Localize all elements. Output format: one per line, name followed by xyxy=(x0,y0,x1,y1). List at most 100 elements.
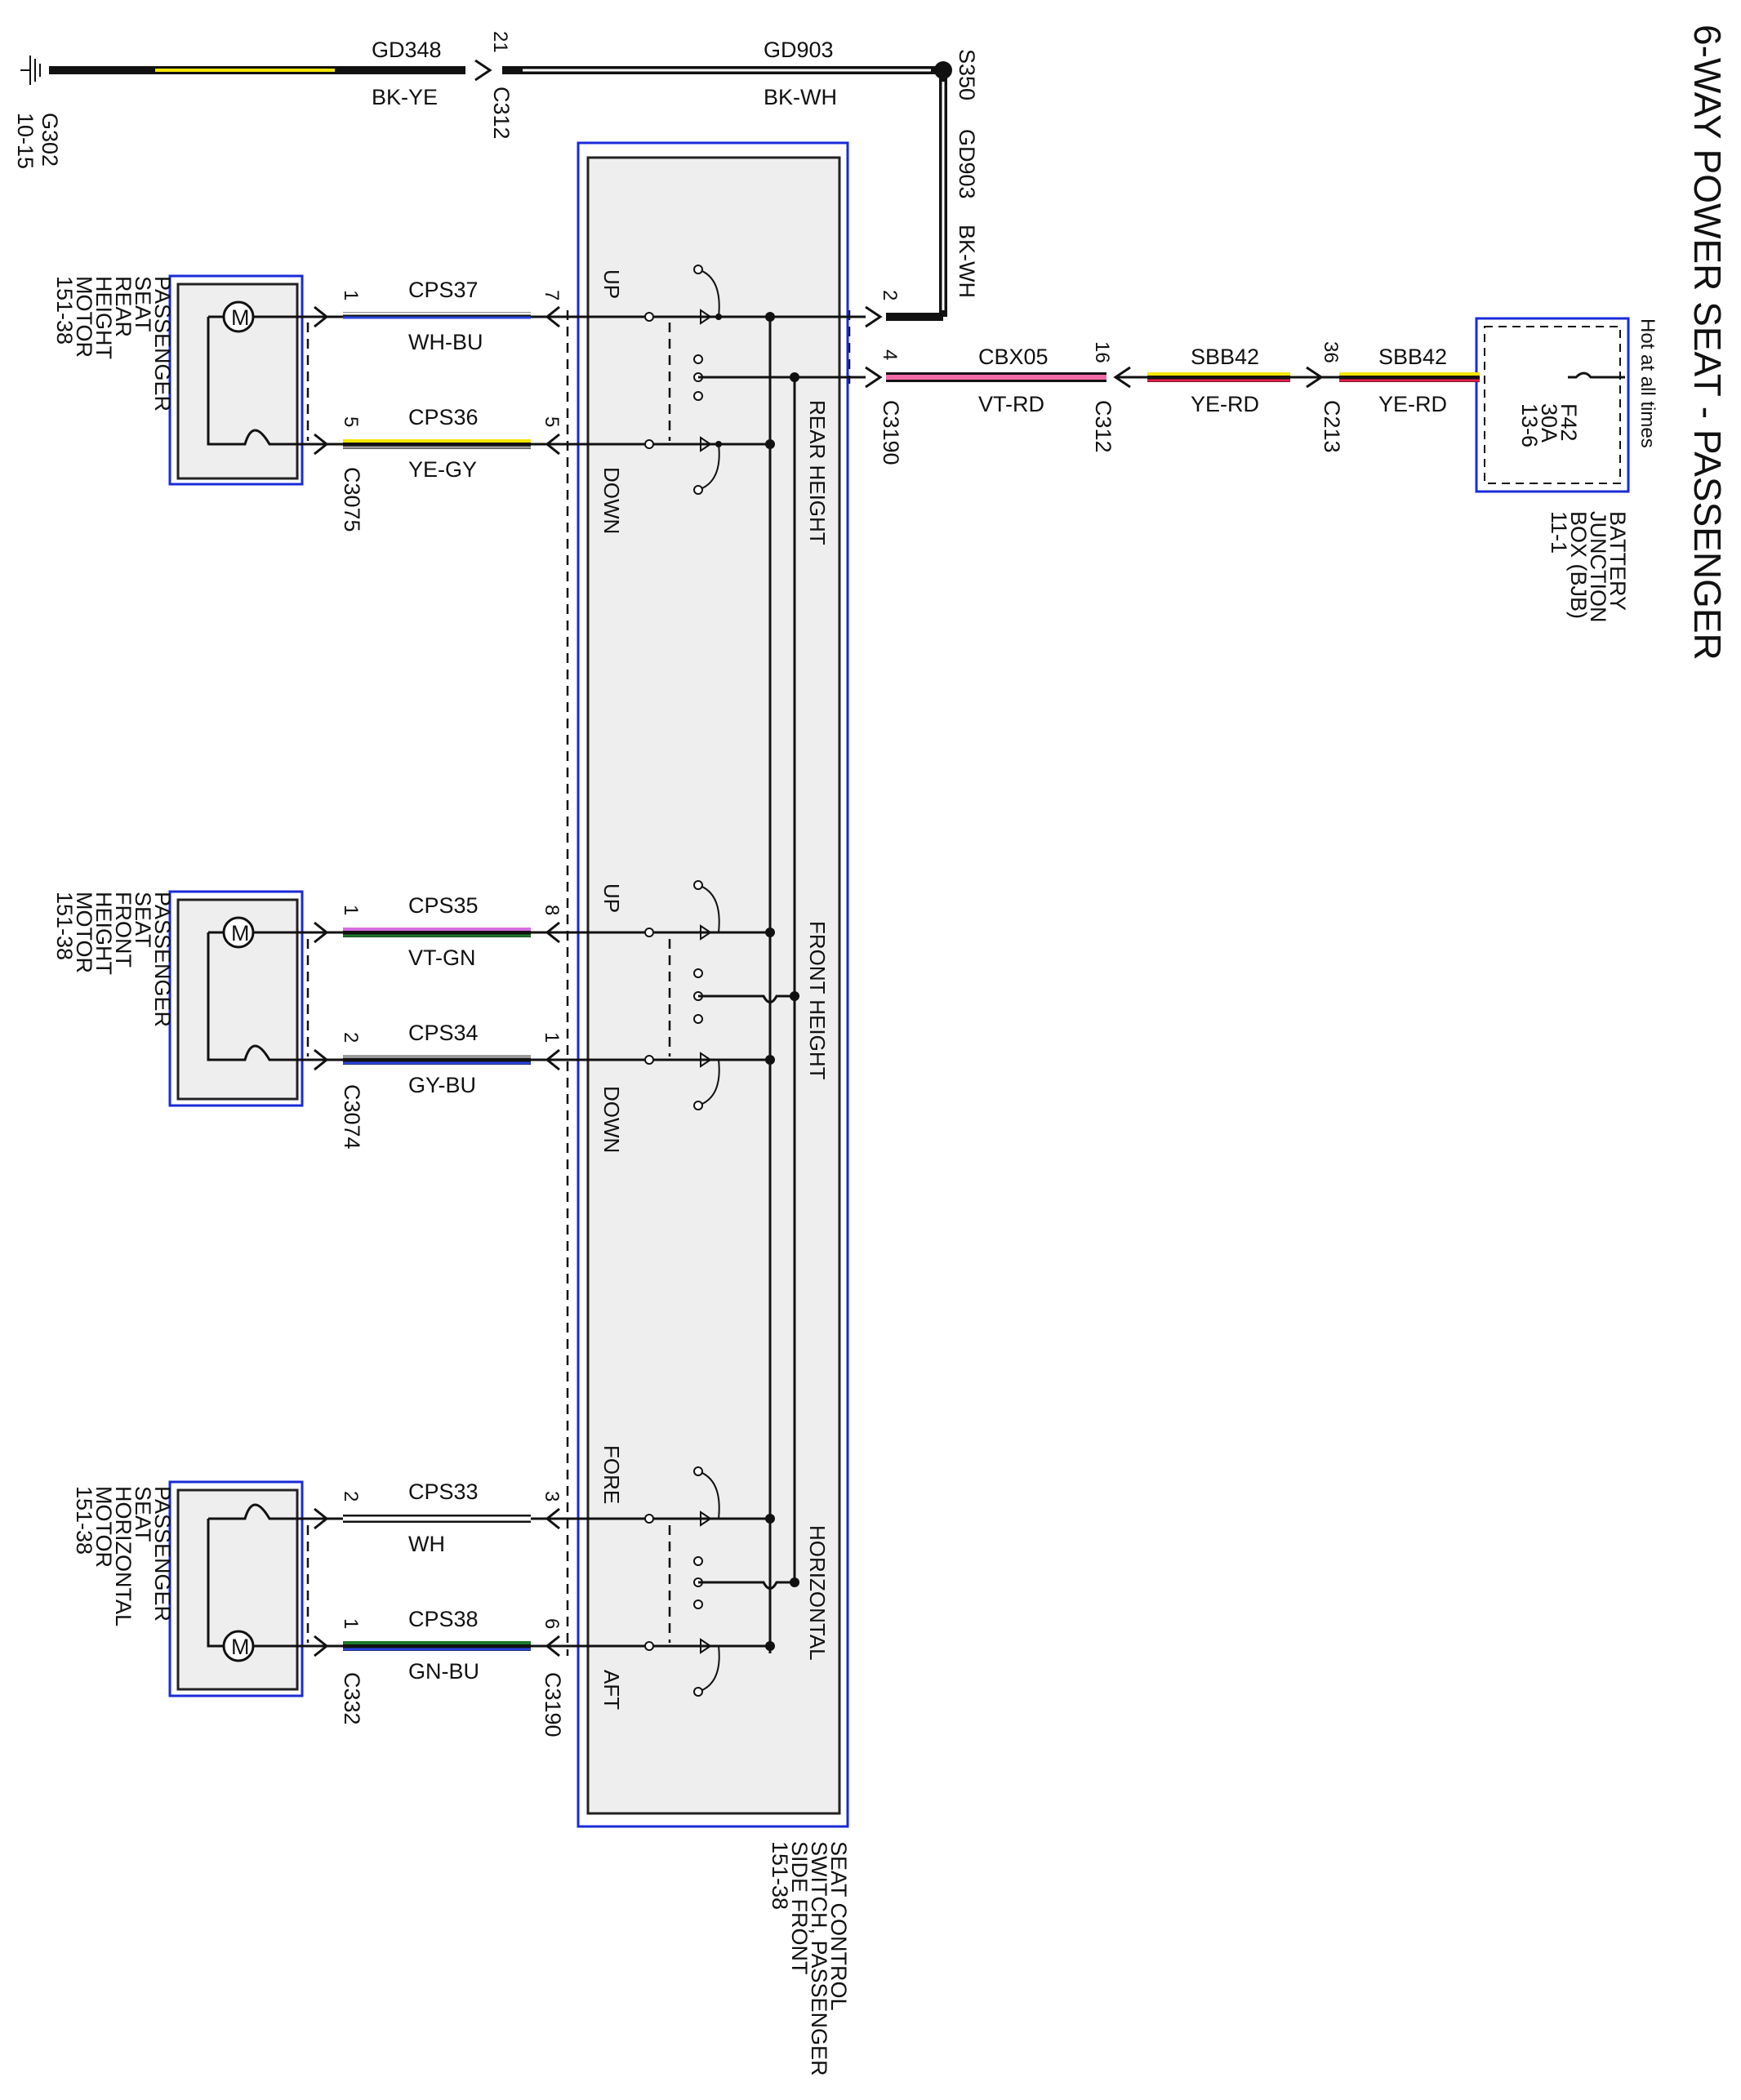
bjb-line2: JUNCTION xyxy=(1586,511,1610,623)
connector-arrow-c3190-pwr xyxy=(865,366,883,389)
wire-cps35-circuit: CPS35 xyxy=(408,893,479,918)
cps37-switch-pin: 7 xyxy=(541,290,563,300)
c332-label: C332 xyxy=(340,1672,364,1725)
motor-horizontal-line3: HORIZONTAL xyxy=(111,1486,136,1626)
bjb-line1: BATTERY xyxy=(1605,511,1630,611)
switch-front-height-label: FRONT HEIGHT xyxy=(805,921,830,1080)
cps36-switch-pin: 5 xyxy=(541,416,563,427)
bjb-box xyxy=(1475,317,1630,493)
motor-horizontal-line1: PASSENGER xyxy=(150,1486,175,1622)
arrow-cps33-switch xyxy=(545,1507,560,1530)
cps38-switch-pin: 6 xyxy=(541,1618,563,1629)
cps37-motor-pin: 1 xyxy=(340,290,362,300)
fuse-f42-ref: 13-6 xyxy=(1517,403,1542,447)
cps36-motor-pin: 5 xyxy=(340,416,362,427)
connector-arrow-c3190-gnd xyxy=(865,305,883,328)
arrow-cps33-motor xyxy=(314,1507,329,1530)
wire-cps34-color: GY-BU xyxy=(408,1073,476,1097)
switch-down-2: DOWN xyxy=(599,1086,624,1153)
switch-line4: 151-38 xyxy=(768,1841,792,1910)
fuse-f42-symbol xyxy=(1568,372,1625,379)
arrow-cps37-switch xyxy=(545,305,560,328)
cps35-switch-pin: 8 xyxy=(541,905,563,915)
motor-rear-line5: MOTOR xyxy=(72,276,96,358)
motor-horizontal-symbol: M xyxy=(231,1635,250,1659)
wire-cps37 xyxy=(302,312,559,319)
wire-sbb42-b-color: YE-RD xyxy=(1378,392,1447,416)
wire-cps36 xyxy=(302,439,559,449)
wire-cps37-circuit: CPS37 xyxy=(408,278,479,302)
motor-rear-line3: REAR xyxy=(111,276,136,337)
c312-pwr-label: C312 xyxy=(1091,400,1115,453)
wire-sbb42-a-color: YE-RD xyxy=(1191,392,1259,416)
fuse-f42-name: F42 xyxy=(1556,403,1581,442)
wire-cps36-color: YE-GY xyxy=(408,457,477,482)
wire-cps33-color: WH xyxy=(408,1532,445,1556)
switch-up-2: UP xyxy=(599,883,624,913)
cps38-motor-pin: 1 xyxy=(340,1618,362,1629)
cps33-switch-pin: 3 xyxy=(541,1491,563,1502)
wire-gd348-color: BK-YE xyxy=(372,85,438,109)
cps33-motor-pin: 2 xyxy=(340,1491,362,1502)
c3190-label: C3190 xyxy=(879,400,903,465)
wire-gd903-vertical xyxy=(886,70,947,321)
seat-control-switch xyxy=(566,141,849,1828)
cps34-motor-pin: 2 xyxy=(340,1032,362,1043)
ground-id-label: G302 xyxy=(38,113,62,167)
wire-gd903-v-circuit: GD903 xyxy=(955,129,979,199)
arrow-cps34-motor xyxy=(314,1048,329,1071)
switch-fore: FORE xyxy=(599,1445,624,1504)
switch-line3: SIDE FRONT xyxy=(787,1841,812,1975)
c312-top-label: C312 xyxy=(489,87,514,140)
wire-sbb42-b xyxy=(1339,372,1480,382)
bjb-line3: BOX (BJB) xyxy=(1566,511,1591,619)
arrow-cps38-switch xyxy=(545,1635,560,1657)
motor-front-line3: FRONT xyxy=(111,892,136,968)
fuse-f42-rating: 30A xyxy=(1537,403,1561,443)
c3190-pin-4: 4 xyxy=(879,349,901,360)
motor-horizontal xyxy=(168,1480,309,1697)
switch-contacts-front-height xyxy=(559,880,799,1110)
motor-rear-symbol: M xyxy=(231,305,250,330)
switch-down-1: DOWN xyxy=(599,467,624,534)
wire-cps36-circuit: CPS36 xyxy=(408,405,479,429)
arrow-cps36-motor xyxy=(314,433,329,456)
motor-rear-line6: 151-38 xyxy=(52,276,77,345)
c213-pin: 36 xyxy=(1320,341,1342,363)
motor-horizontal-line5: 151-38 xyxy=(72,1486,96,1555)
wire-sbb42-a-circuit: SBB42 xyxy=(1191,345,1259,369)
arrow-cps37-motor xyxy=(314,305,329,328)
wire-gd348-circuit: GD348 xyxy=(372,38,442,62)
wire-cps38 xyxy=(302,1641,559,1651)
wire-cps35-color: VT-GN xyxy=(408,945,476,970)
motor-rear-line4: HEIGHT xyxy=(91,276,116,359)
c312-pwr-pin: 16 xyxy=(1091,341,1113,363)
c3190-pin-2: 2 xyxy=(879,290,901,300)
motor-front-symbol: M xyxy=(231,921,250,945)
switch-up-1: UP xyxy=(599,269,624,299)
wire-gd903-v-color: BK-WH xyxy=(955,225,979,298)
motor-front-line5: MOTOR xyxy=(72,892,96,973)
bjb-line4: 11-1 xyxy=(1547,511,1571,554)
wire-sbb42-a xyxy=(1147,372,1290,382)
switch-contacts-horizontal xyxy=(559,1466,799,1697)
switch-horizontal-label: HORIZONTAL xyxy=(805,1525,830,1661)
c3190-bottom-label: C3190 xyxy=(541,1672,565,1737)
wire-cps35 xyxy=(302,928,559,937)
wire-cps38-circuit: CPS38 xyxy=(408,1607,479,1631)
c3074-label: C3074 xyxy=(340,1084,364,1150)
wire-sbb42-b-circuit: SBB42 xyxy=(1378,345,1447,369)
diagram-title: 6-WAY POWER SEAT - PASSENGER xyxy=(1686,24,1729,661)
motor-front-line4: HEIGHT xyxy=(91,892,116,975)
motor-front-line1: PASSENGER xyxy=(150,892,175,1027)
motor-front-line6: 151-38 xyxy=(52,892,77,960)
wire-cps34 xyxy=(302,1055,559,1065)
ground-ref-label: 10-15 xyxy=(13,113,38,169)
motor-horizontal-line2: SEAT xyxy=(131,1486,155,1542)
arrow-cps38-motor xyxy=(314,1635,329,1657)
arrow-cps35-motor xyxy=(314,921,329,944)
motor-rear-line2: SEAT xyxy=(131,276,155,332)
c312-pin-21: 21 xyxy=(489,31,511,53)
wire-cbx05-color: VT-RD xyxy=(978,392,1044,416)
